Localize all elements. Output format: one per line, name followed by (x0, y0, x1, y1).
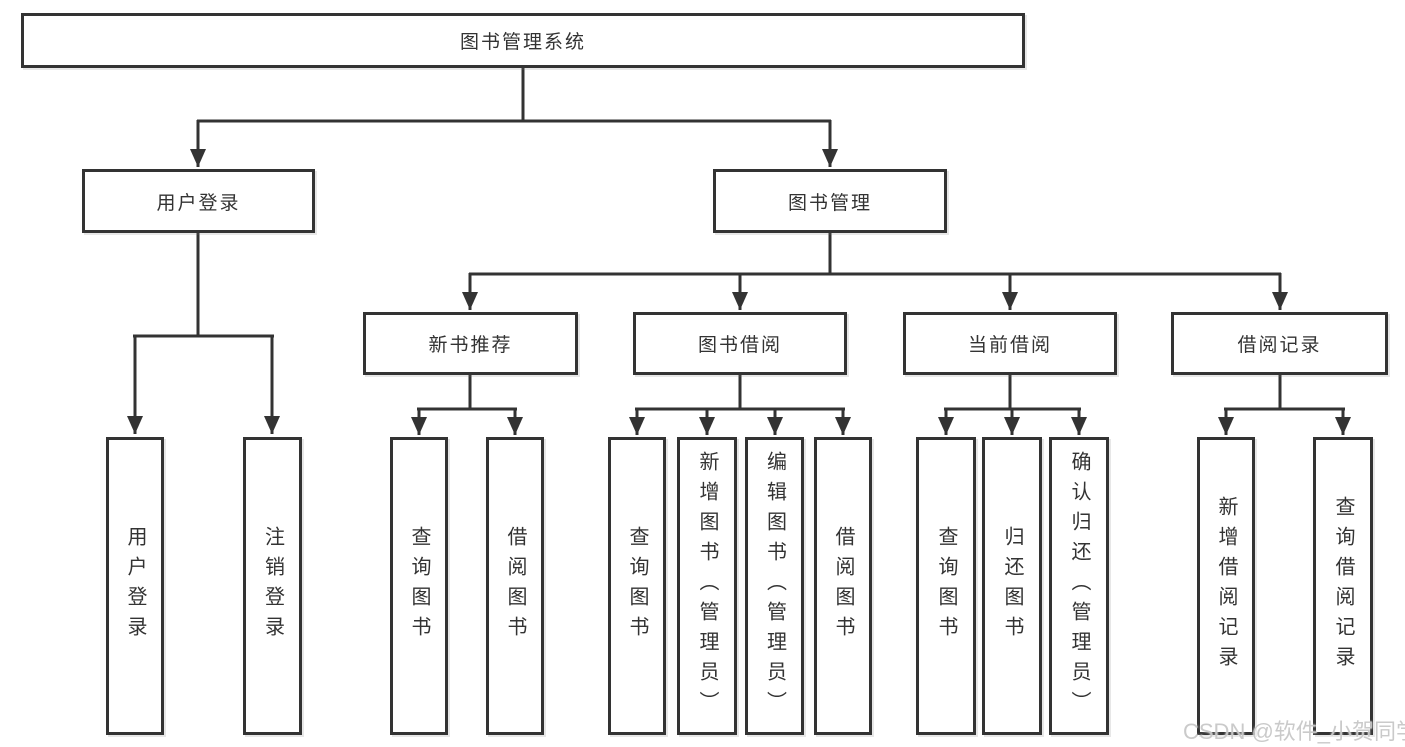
leaf-confirm-return-admin-label: 确认归还（管理员） (1068, 451, 1090, 721)
leaf-query-borrow-record: 查询借阅记录 (1313, 437, 1373, 735)
leaf-confirm-return-admin: 确认归还（管理员） (1049, 437, 1109, 735)
node-current-borrowing: 当前借阅 (903, 312, 1117, 375)
leaf-return-books: 归还图书 (982, 437, 1042, 735)
leaf-query-books-borrow-label: 查询图书 (626, 526, 648, 646)
leaf-query-books-recommend: 查询图书 (390, 437, 448, 735)
leaf-query-books-current-label: 查询图书 (935, 526, 957, 646)
node-root-system: 图书管理系统 (21, 13, 1025, 68)
leaf-add-borrow-record: 新增借阅记录 (1197, 437, 1255, 735)
leaf-borrow-books-recommend-label: 借阅图书 (504, 526, 526, 646)
leaf-borrow-books-label: 借阅图书 (832, 526, 854, 646)
leaf-user-login: 用户登录 (106, 437, 164, 735)
leaf-logout-label: 注销登录 (261, 526, 284, 646)
node-book-management: 图书管理 (713, 169, 947, 233)
node-borrowing-records: 借阅记录 (1171, 312, 1388, 375)
leaf-borrow-books-recommend: 借阅图书 (486, 437, 544, 735)
node-current-borrowing-label: 当前借阅 (967, 335, 1052, 356)
leaf-edit-books-admin-label: 编辑图书（管理员） (763, 451, 786, 721)
leaf-query-books-recommend-label: 查询图书 (408, 526, 430, 646)
leaf-user-login-label: 用户登录 (124, 526, 146, 646)
leaf-add-books-admin: 新增图书（管理员） (677, 437, 737, 735)
node-book-management-label: 图书管理 (787, 192, 872, 214)
node-borrowing-records-label: 借阅记录 (1237, 335, 1322, 356)
node-root-label: 图书管理系统 (459, 32, 586, 53)
leaf-query-borrow-record-label: 查询借阅记录 (1332, 496, 1354, 676)
leaf-query-books-borrow: 查询图书 (608, 437, 666, 735)
node-user-login: 用户登录 (82, 169, 315, 233)
leaf-edit-books-admin: 编辑图书（管理员） (745, 437, 804, 735)
leaf-return-books-label: 归还图书 (1001, 526, 1023, 646)
node-user-login-label: 用户登录 (156, 192, 241, 214)
node-book-borrowing-label: 图书借阅 (697, 335, 782, 356)
node-new-book-recommend: 新书推荐 (363, 312, 578, 375)
leaf-add-borrow-record-label: 新增借阅记录 (1215, 496, 1237, 676)
leaf-add-books-admin-label: 新增图书（管理员） (696, 451, 718, 721)
leaf-query-books-current: 查询图书 (916, 437, 976, 735)
node-book-borrowing: 图书借阅 (633, 312, 847, 375)
node-new-book-recommend-label: 新书推荐 (428, 335, 513, 356)
leaf-logout: 注销登录 (243, 437, 302, 735)
leaf-borrow-books: 借阅图书 (814, 437, 872, 735)
